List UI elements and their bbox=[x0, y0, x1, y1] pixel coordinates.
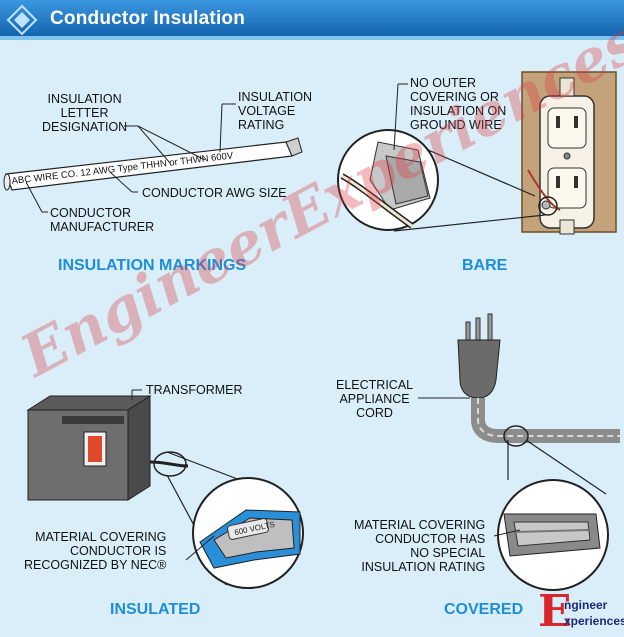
header-background bbox=[0, 0, 624, 40]
covered-magnifier bbox=[497, 425, 609, 591]
site-logo: E ngineer xperiences bbox=[538, 586, 624, 637]
label-covered-callout: MATERIAL COVERING CONDUCTOR HAS NO SPECI… bbox=[354, 518, 486, 574]
heading-covered: COVERED bbox=[444, 601, 524, 618]
label-insulated-callout: MATERIAL COVERING CONDUCTOR IS RECOGNIZE… bbox=[24, 530, 167, 572]
heading-bare: BARE bbox=[462, 257, 508, 274]
bare-magnifier bbox=[337, 129, 558, 232]
label-transformer: TRANSFORMER bbox=[146, 383, 243, 397]
header-bar: Conductor Insulation bbox=[0, 0, 624, 40]
receptacle-illustration bbox=[521, 71, 617, 235]
insulated-leader-lines bbox=[131, 389, 215, 561]
markings-leader-lines bbox=[25, 103, 236, 213]
covered-leader-lines bbox=[418, 397, 521, 537]
logo-letter-e: E bbox=[538, 586, 572, 637]
heading-insulated: INSULATED bbox=[110, 601, 201, 618]
label-electrical-appliance-cord: ELECTRICAL APPLIANCE CORD bbox=[336, 378, 414, 420]
header-diamond-icon bbox=[6, 4, 38, 36]
page-title: Conductor Insulation bbox=[50, 8, 246, 29]
label-conductor-awg-size: CONDUCTOR AWG SIZE bbox=[142, 186, 287, 200]
wire-print-text: ABC WIRE CO. 12 AWG Type THHN or THWN 60… bbox=[11, 150, 234, 187]
transformer-illustration bbox=[26, 395, 189, 501]
insulated-magnifier bbox=[153, 451, 304, 589]
label-conductor-manufacturer: CONDUCTOR MANUFACTURER bbox=[50, 206, 155, 234]
logo-text-line-1: ngineer bbox=[564, 598, 608, 612]
marked-wire: ABC WIRE CO. 12 AWG Type THHN or THWN 60… bbox=[3, 137, 303, 191]
appliance-cord-illustration bbox=[457, 313, 620, 443]
label-insulation-letter-designation: INSULATION LETTER DESIGNATION bbox=[42, 92, 128, 134]
label-bare-ground-note: NO OUTER COVERING OR INSULATION ON GROUN… bbox=[410, 76, 507, 132]
logo-text-line-2: xperiences bbox=[564, 614, 624, 628]
heading-insulation-markings: INSULATION MARKINGS bbox=[58, 257, 247, 274]
bare-leader-line bbox=[393, 83, 408, 151]
label-insulation-voltage-rating: INSULATION VOLTAGE RATING bbox=[238, 90, 313, 132]
